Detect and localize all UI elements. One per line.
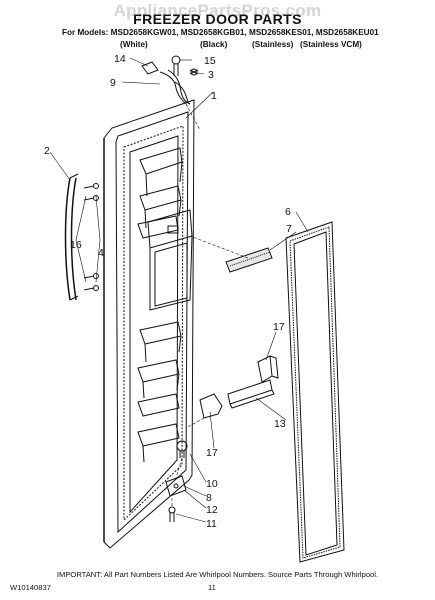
callout-6: 6 xyxy=(285,206,291,218)
color-white: (White) xyxy=(120,40,148,49)
door-outer-shell xyxy=(103,99,195,549)
callout-12: 12 xyxy=(206,504,218,516)
screw-15 xyxy=(171,55,181,76)
page-title: FREEZER DOOR PARTS xyxy=(133,11,302,27)
door-handle xyxy=(64,177,77,301)
callouts: 14 15 9 3 1 2 16 4 6 7 17 13 17 10 8 12 … xyxy=(44,53,292,530)
footer-note: IMPORTANT: All Part Numbers Listed Are W… xyxy=(56,570,379,579)
foam-strip xyxy=(225,247,273,273)
handle-screws xyxy=(83,183,99,291)
color-stainless: (Stainless) xyxy=(252,40,294,49)
connector xyxy=(141,61,159,75)
callout-10: 10 xyxy=(206,478,218,490)
callout-11: 11 xyxy=(206,518,217,530)
shelf-bracket-lower xyxy=(199,393,223,419)
callout-17-upper: 17 xyxy=(273,321,285,333)
callout-14: 14 xyxy=(114,53,126,65)
leader-lines xyxy=(49,57,309,523)
page-number: 11 xyxy=(208,583,216,592)
callout-2: 2 xyxy=(44,145,50,157)
callout-16: 16 xyxy=(70,239,82,251)
callout-13: 13 xyxy=(274,418,286,430)
hinge-parts xyxy=(165,440,188,522)
callout-9: 9 xyxy=(110,77,116,89)
callout-7: 7 xyxy=(286,223,292,235)
color-black: (Black) xyxy=(200,40,228,49)
callout-3: 3 xyxy=(208,69,214,81)
callout-4: 4 xyxy=(98,247,104,259)
models-line: For Models: MSD2658KGW01, MSD2658KGB01, … xyxy=(62,28,379,37)
callout-17-lower: 17 xyxy=(206,447,218,459)
color-stainless-vcm: (Stainless VCM) xyxy=(300,40,362,49)
watermark: AppliancePartsPros.com xyxy=(113,1,322,20)
screw-3 xyxy=(189,68,199,76)
door-gasket xyxy=(285,221,345,563)
callout-1: 1 xyxy=(211,90,217,102)
wire-harness xyxy=(159,69,191,105)
shelf-rail xyxy=(227,379,275,409)
document-part-number: W10140837 xyxy=(10,583,51,592)
callout-8: 8 xyxy=(206,492,212,504)
shelf-bracket-right xyxy=(257,355,279,383)
dispenser-module xyxy=(147,209,193,311)
callout-15: 15 xyxy=(204,55,216,67)
